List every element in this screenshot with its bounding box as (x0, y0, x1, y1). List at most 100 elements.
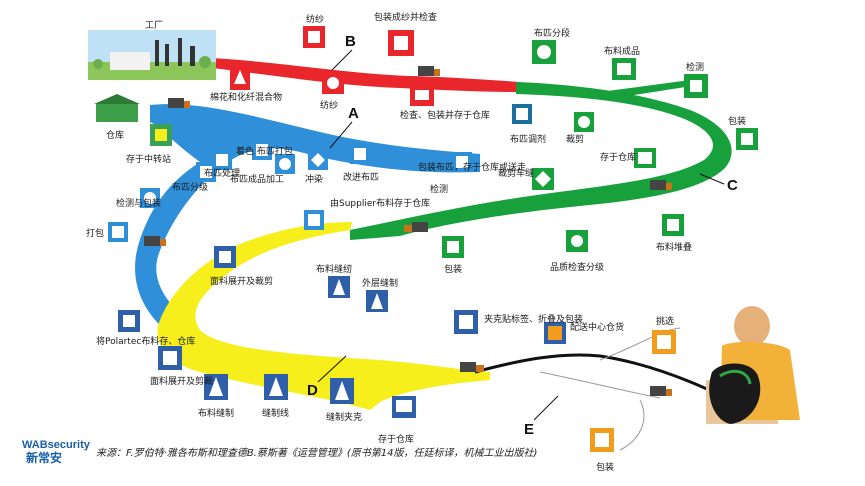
label-label-pack: 夹克贴标签、折叠及包装 (484, 313, 583, 325)
label-dye-pack: 着色 布匹打包 (236, 145, 293, 157)
label-ship: 打包 (86, 227, 104, 239)
label-select: 挑选 (656, 315, 674, 327)
label-collect-fiber: 棉花和化纤混合物 (210, 91, 282, 103)
label-wrap-fold: 缝制夹克 (326, 411, 362, 423)
finish-sort-icon (212, 150, 232, 170)
truck-icon (168, 98, 190, 108)
sew-line-icon (264, 374, 288, 400)
fabric-process-icon (275, 154, 295, 174)
unfold-cut-icon (214, 246, 236, 268)
route-e-line (474, 353, 721, 397)
green-route-band (350, 82, 732, 240)
label-grade: 布匹分级 (172, 181, 208, 193)
fabric-adjust-icon (512, 104, 532, 124)
dye-pack-icon (252, 140, 272, 160)
fabric-stack-icon (662, 214, 684, 236)
label-dc-ship: 配送中心仓货 (570, 321, 624, 333)
grade-icon (196, 162, 216, 182)
truck-icon (404, 222, 428, 232)
label-bag: 包装 (596, 461, 614, 473)
label-panel-sew: 布料缝制 (198, 407, 234, 419)
spin-yarn-icon (322, 72, 344, 94)
packet-icon (442, 236, 464, 258)
label-inspect-top: 检测 (686, 61, 704, 73)
fabric-split-icon (532, 40, 556, 64)
dc-ship-icon (544, 322, 566, 344)
route-e-thin-1 (539, 371, 661, 399)
label-store-ware: 存于仓库 (378, 433, 414, 445)
store-ware-icon (392, 396, 416, 418)
route-e-thin-3 (619, 399, 645, 451)
label-pack-check: 包装成纱并检查 (374, 11, 437, 23)
store-transfer-icon (150, 124, 172, 146)
label-sew-line: 缝制线 (262, 407, 289, 419)
road-label-d: D (307, 382, 318, 399)
label-pack-icon (454, 310, 478, 334)
flush-icon (308, 150, 328, 170)
label-fabric-adjust: 布匹调剂 (510, 133, 546, 145)
cut-sew-icon (328, 276, 350, 298)
truck-icon (418, 66, 440, 76)
truck-icon (650, 180, 672, 190)
label-store-ship: 存于仓库 (600, 151, 636, 163)
packaging-icon (736, 128, 758, 150)
pack-check-icon (388, 30, 414, 56)
company-logo: WABsecurity 新常安 (22, 439, 91, 465)
label-fabric-split: 布匹分段 (534, 27, 570, 39)
bag-icon (590, 428, 614, 452)
label-cut-sew: 布料缝纫 (316, 263, 352, 275)
label-spin: 纺纱 (306, 13, 324, 25)
label-shear-sort: 裁剪车缝 (498, 167, 534, 179)
cut-sort-pack-icon (566, 230, 588, 252)
inspect-pack-icon (140, 188, 160, 208)
label-fabric-sort: 布料成品 (604, 45, 640, 57)
logo-brand: WABsecurity (22, 439, 91, 451)
factory-illustration (88, 30, 216, 80)
store-ship-icon (634, 148, 656, 168)
label-inspect-pack: 检测与包装 (116, 197, 161, 209)
ship-icon (108, 222, 128, 242)
label-supplier-store: 由Supplier布料存于仓库 (330, 197, 430, 209)
inspect-top-icon (684, 74, 708, 98)
polartec-store-icon (118, 310, 140, 332)
outer-sew-icon (366, 290, 388, 312)
collect-fiber-icon (230, 66, 250, 90)
label-finish-sort: 布匹处理 (204, 167, 240, 179)
label-cut-sort-pack: 品质检查分级 (550, 261, 604, 273)
label-unfold-cut2: 面料展开及剪裁 (150, 375, 213, 387)
label-packet: 包装 (444, 263, 462, 275)
customer-figure (706, 306, 800, 424)
label-warehouse: 仓库 (106, 129, 124, 141)
label-inspect-mid: 检测 (430, 183, 448, 195)
label-outer-sew: 外层缝制 (362, 277, 398, 289)
green-branch-top (600, 80, 692, 100)
truck-icon (144, 236, 166, 246)
road-label-c: C (727, 177, 738, 194)
factory-label: 工厂 (145, 20, 163, 31)
truck-icon (650, 386, 672, 396)
print-fabric-icon (350, 144, 370, 164)
supplier-store-icon (304, 210, 324, 230)
label-cut: 裁剪 (566, 133, 584, 145)
wrap-fold-icon (330, 378, 354, 404)
label-store-transfer: 存于中转站 (126, 153, 171, 165)
label-spin-yarn: 纺纱 (320, 99, 338, 111)
unfold-cut2-icon (158, 346, 182, 370)
inspect-store-icon (410, 84, 434, 106)
cut-icon (574, 112, 594, 132)
label-inspect-store: 检查、包装并存于仓库 (400, 109, 490, 121)
label-fabric-stack: 布料堆叠 (656, 241, 692, 253)
red-route-band (212, 58, 520, 92)
label-packaging: 包装 (728, 115, 746, 127)
panel-sew-icon (204, 374, 228, 400)
road-label-b: B (345, 33, 356, 50)
label-flush: 冲染 (305, 173, 323, 185)
route-e-thin-2 (599, 327, 681, 361)
label-polartec-store: 将Polartec布料存、仓库 (96, 335, 195, 347)
logo-cn: 新常安 (26, 450, 62, 465)
label-fabric-process: 布匹成品加工 (230, 173, 284, 185)
yellow-route-band (157, 222, 491, 410)
shear-sort-icon (532, 168, 554, 190)
